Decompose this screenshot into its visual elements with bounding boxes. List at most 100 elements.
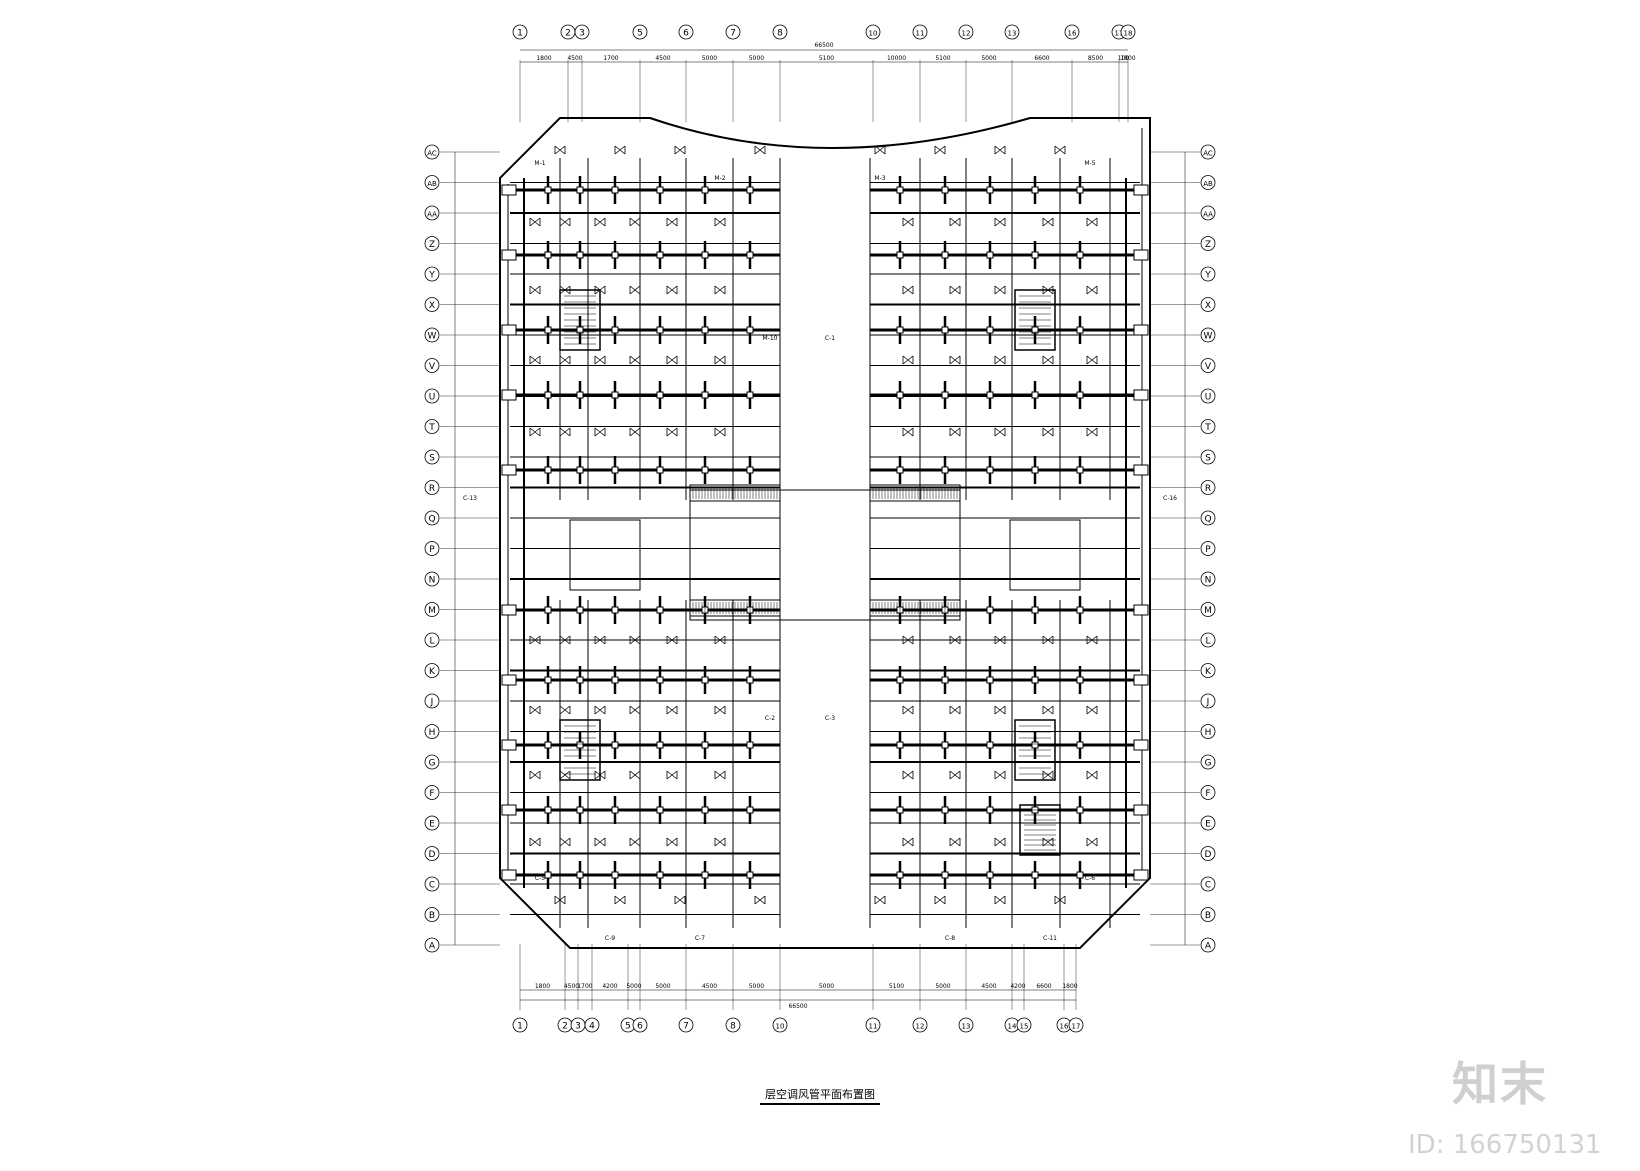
axis-bubble-left (424, 876, 440, 892)
axis-bubble-left-label: W (428, 332, 437, 342)
door-symbol (529, 837, 541, 847)
axis-bubble-right (1200, 754, 1216, 770)
axis-bubble-left-label: AC (427, 150, 437, 158)
door-symbol (994, 285, 1006, 295)
dim-top: 8500 (1088, 55, 1103, 62)
axis-bubble-left-label: L (429, 637, 434, 647)
axis-bubble-bottom-label: 8 (730, 1022, 736, 1032)
axis-bubble-right-label: N (1205, 576, 1212, 586)
door-symbol (949, 355, 961, 365)
door-symbol (1054, 895, 1066, 905)
axis-bubble-left (424, 419, 440, 434)
axis-bubble-left-label: N (429, 576, 436, 586)
axis-bubble-right-label: C (1205, 881, 1211, 891)
duct-diffuser (701, 186, 709, 194)
door-symbol (529, 217, 541, 227)
axis-bubble-right-label: B (1205, 911, 1211, 921)
duct-diffuser (701, 871, 709, 879)
door-symbol (714, 285, 726, 295)
door-symbol (666, 427, 678, 437)
axis-bubble-right (1200, 144, 1216, 160)
door-symbol (714, 355, 726, 365)
duct-diffuser (544, 741, 552, 749)
door-symbol (1042, 427, 1054, 437)
door-symbol (629, 635, 641, 645)
door-symbol (874, 145, 886, 155)
door-symbol (1042, 217, 1054, 227)
axis-bubble-left (424, 785, 440, 800)
door-symbol (714, 705, 726, 715)
duct-diffuser (941, 871, 949, 879)
axis-bubble-right (1200, 419, 1216, 434)
duct-diffuser (701, 466, 709, 474)
room-label: M-3 (874, 175, 885, 182)
door-symbol (529, 285, 541, 295)
axis-bubble-right (1200, 358, 1216, 373)
door-symbol (994, 770, 1006, 780)
door-symbol (994, 427, 1006, 437)
axis-bubble-left (424, 846, 440, 861)
duct-diffuser (1076, 741, 1084, 749)
atrium (689, 489, 961, 621)
duct-diffuser (1076, 676, 1084, 684)
dim-bottom: 1800 (1062, 983, 1077, 990)
door-symbol (529, 770, 541, 780)
stair-box (559, 289, 601, 351)
axis-bubble-bottom-label: 6 (637, 1022, 643, 1032)
duct-diffuser (986, 871, 994, 879)
axis-bubble-top (1064, 24, 1080, 40)
axis-bubble-right (1200, 571, 1216, 587)
door-symbol (529, 427, 541, 437)
axis-bubble-right (1200, 388, 1216, 404)
duct-diffuser (544, 391, 552, 399)
duct-diffuser (896, 466, 904, 474)
axis-bubble-right (1200, 815, 1216, 831)
axis-bubble-right (1200, 480, 1216, 495)
ahu-unit (1133, 869, 1149, 881)
door-symbol (1042, 705, 1054, 715)
dim-bottom: 4500 (564, 983, 579, 990)
axis-bubble-left (424, 602, 440, 617)
axis-bubble-right (1200, 785, 1216, 800)
duct-diffuser (941, 391, 949, 399)
door-symbol (902, 427, 914, 437)
duct-diffuser (746, 741, 754, 749)
axis-bubble-right-label: M (1204, 606, 1212, 616)
dim-top: 1700 (603, 55, 618, 62)
axis-bubble-left (424, 724, 440, 739)
door-symbol (559, 705, 571, 715)
axis-bubble-right-label: V (1205, 362, 1212, 372)
duct-diffuser (656, 741, 664, 749)
axis-bubble-left-label: AB (427, 180, 437, 188)
ahu-unit (1133, 249, 1149, 261)
ahu-unit (1133, 804, 1149, 816)
axis-bubble-right-label: X (1205, 301, 1211, 311)
duct-diffuser (576, 326, 584, 334)
ahu-unit (1133, 389, 1149, 401)
axis-bubble-bottom-label: 3 (575, 1022, 581, 1032)
dim-top: 5000 (702, 55, 717, 62)
door-symbol (1086, 770, 1098, 780)
door-symbol (949, 705, 961, 715)
duct-diffuser (611, 806, 619, 814)
room-label: C-13 (463, 495, 477, 502)
duct-diffuser (544, 606, 552, 614)
duct-diffuser (611, 326, 619, 334)
duct-diffuser (611, 676, 619, 684)
axis-bubble-right-label: F (1205, 789, 1210, 799)
axis-bubble-right-label: AB (1203, 180, 1213, 188)
axis-bubble-top (1004, 24, 1020, 40)
axis-bubble-bottom-label: 13 (962, 1023, 971, 1031)
duct-diffuser (986, 251, 994, 259)
axis-bubble-left (424, 449, 440, 465)
dim-top: 1800 (1120, 55, 1135, 62)
door-symbol (949, 217, 961, 227)
axis-bubble-bottom (632, 1017, 648, 1033)
dim-top: 100 (1118, 55, 1130, 62)
duct-diffuser (701, 391, 709, 399)
duct-diffuser (576, 806, 584, 814)
door-symbol (1042, 355, 1054, 365)
duct-diffuser (941, 466, 949, 474)
duct-diffuser (986, 186, 994, 194)
duct-diffuser (986, 676, 994, 684)
